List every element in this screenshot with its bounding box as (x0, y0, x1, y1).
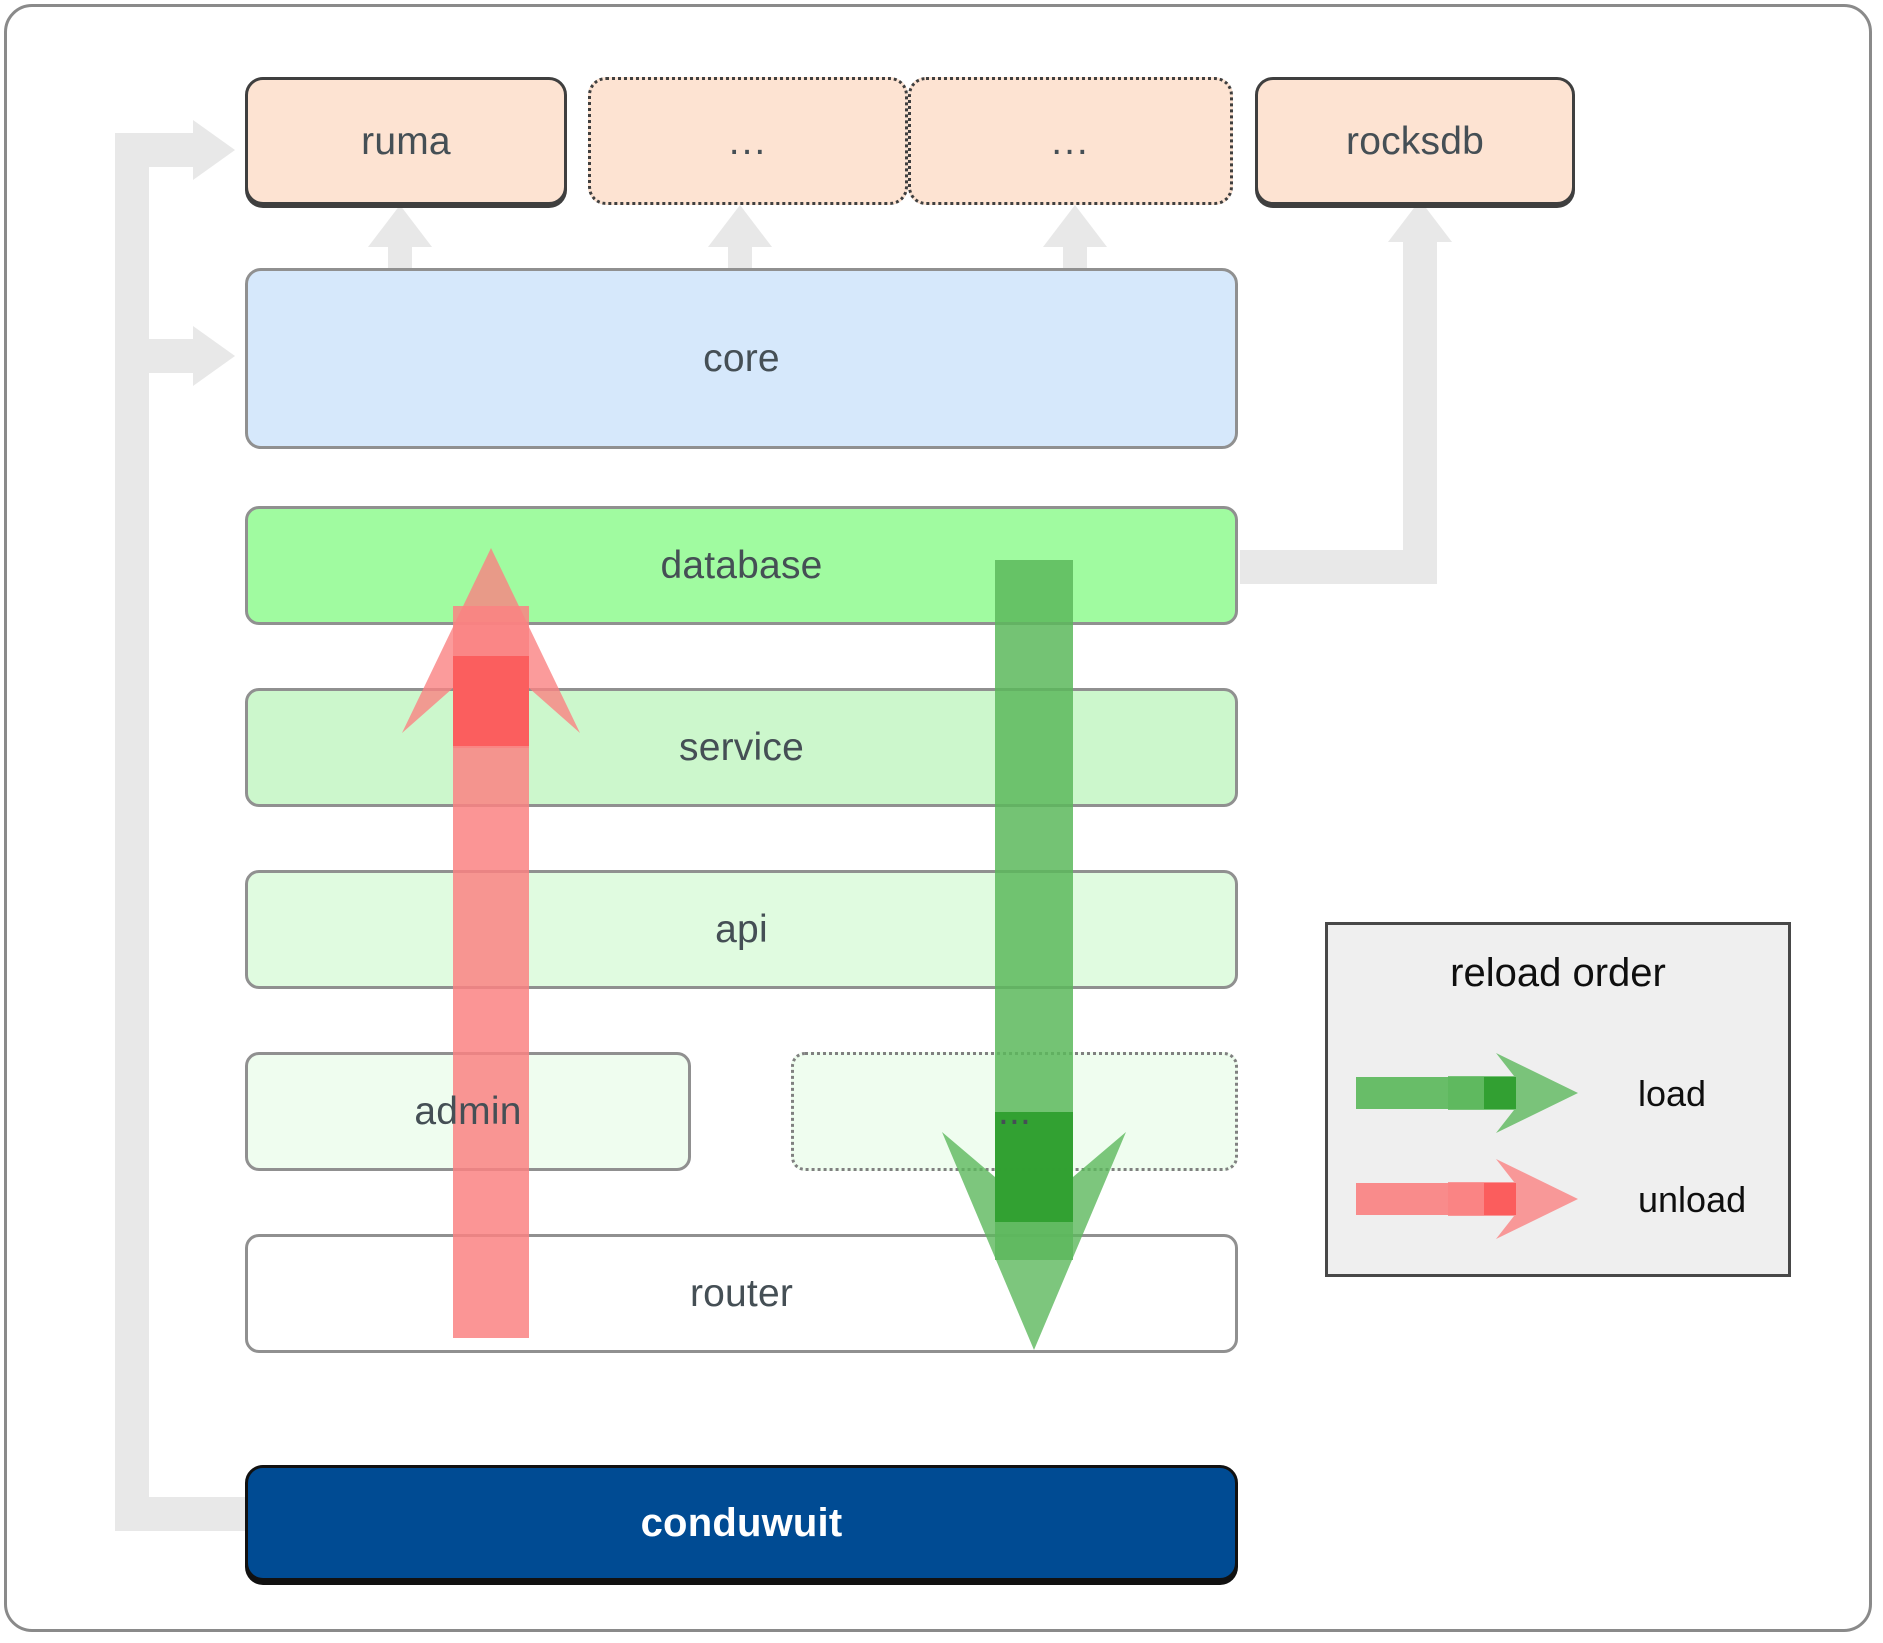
dependency-box-placeholder-1[interactable]: ... (588, 77, 908, 205)
layer-label-database: database (660, 544, 823, 587)
connector-arrow-to-ruma (193, 120, 235, 180)
connector-root-bottom-stem (115, 1497, 249, 1531)
connector-arrow-core-to-dep-1 (368, 205, 432, 247)
legend-unload-arrow-icon (1356, 1159, 1578, 1239)
unload-flow-arrow (390, 548, 590, 1338)
layer-label-service: service (679, 726, 804, 769)
layer-label-placeholder: ... (997, 1090, 1032, 1133)
legend-panel: reload order load unload (1325, 922, 1791, 1277)
connector-root-to-ruma-stem (115, 133, 195, 167)
connector-arrow-to-rocksdb (1388, 200, 1452, 242)
dependency-label-placeholder-2: ... (1051, 119, 1090, 163)
connector-database-to-rocksdb-horizontal (1240, 550, 1420, 584)
layer-label-api: api (715, 908, 768, 951)
dependency-label-ruma: ruma (361, 119, 451, 163)
root-box-conduwuit[interactable]: conduwuit (245, 1465, 1238, 1581)
connector-arrow-core-to-dep-3 (1043, 205, 1107, 247)
dependency-label-placeholder-1: ... (728, 119, 768, 163)
connector-arrow-to-core (193, 326, 235, 386)
legend-load-arrow-icon (1356, 1053, 1578, 1133)
legend-label-load: load (1638, 1073, 1707, 1114)
dependency-box-rocksdb[interactable]: rocksdb (1255, 77, 1575, 205)
legend-item-unload (1356, 1159, 1596, 1239)
connector-root-to-core-stem (115, 339, 195, 373)
dependency-box-placeholder-2[interactable]: ... (908, 77, 1233, 205)
root-label-conduwuit: conduwuit (640, 1501, 843, 1545)
dependency-label-rocksdb: rocksdb (1346, 119, 1484, 163)
layer-box-core[interactable]: core (245, 268, 1238, 449)
layer-label-admin: admin (414, 1090, 522, 1133)
connector-database-to-rocksdb-vertical (1403, 238, 1437, 584)
layer-label-router: router (689, 1272, 794, 1315)
connector-arrow-core-to-dep-2 (708, 205, 772, 247)
layer-label-core: core (703, 337, 780, 380)
legend-label-unload: unload (1638, 1179, 1747, 1220)
load-flow-arrow (930, 560, 1140, 1350)
legend-item-load (1356, 1053, 1596, 1133)
legend-title: reload order (1450, 951, 1666, 995)
layer-box-router[interactable]: router (245, 1234, 1238, 1353)
dependency-box-ruma[interactable]: ruma (245, 77, 567, 205)
